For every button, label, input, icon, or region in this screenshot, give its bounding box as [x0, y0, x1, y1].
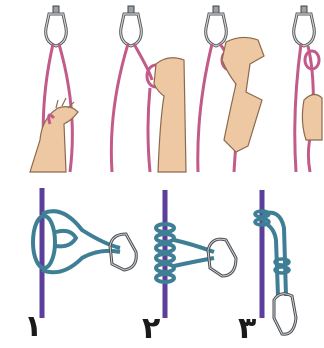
hand-illustration	[302, 94, 322, 140]
step-number-3: ٣	[238, 314, 256, 344]
bottom-row-knot-diagrams	[33, 188, 296, 334]
panel-1-loop-over-hand	[30, 6, 78, 172]
hand-illustration	[222, 37, 264, 152]
knot-coils	[156, 224, 174, 282]
panel-3-pass-through	[198, 6, 264, 172]
hand-illustration	[154, 58, 186, 172]
knot-diagram-3	[255, 190, 296, 334]
anchor-carabiner-3	[206, 6, 227, 46]
rope-strand	[295, 44, 301, 172]
panel-4-pull-tight	[294, 6, 322, 172]
panel-2-form-loop	[111, 6, 186, 172]
rope-strand	[148, 88, 150, 172]
rope-strand	[134, 44, 152, 80]
top-row-illustrations	[30, 6, 322, 172]
rope-strand	[198, 44, 212, 172]
anchor-carabiner-1	[46, 6, 67, 46]
knot-diagram-2	[156, 190, 236, 318]
step-number-2: ٢	[142, 314, 160, 344]
anchor-carabiner-4	[294, 6, 315, 46]
knot-diagram-1	[33, 188, 136, 318]
step-number-1: ١	[24, 312, 42, 342]
rope-strand	[111, 44, 128, 172]
knot-wrap	[56, 231, 76, 246]
anchor-carabiner-2	[121, 6, 142, 46]
